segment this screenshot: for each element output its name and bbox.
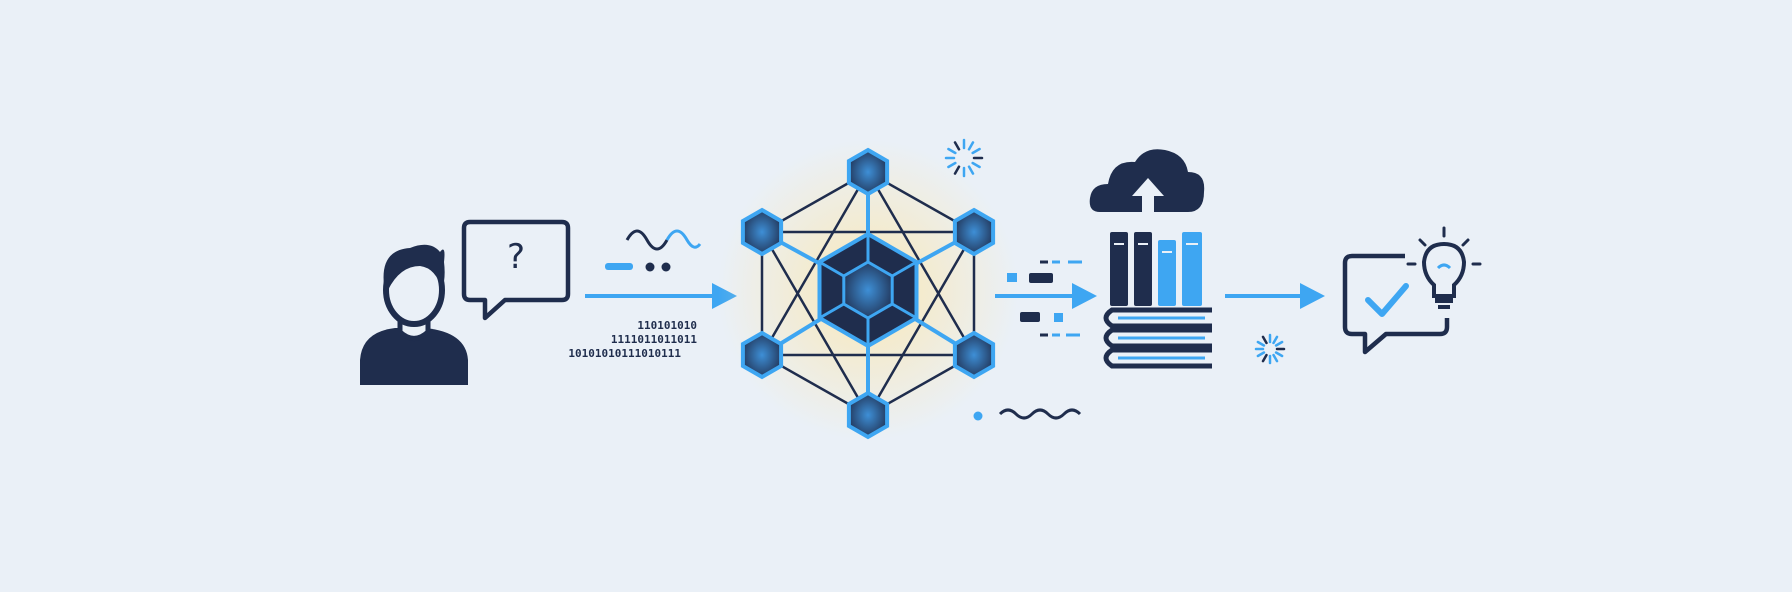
spinner-tick bbox=[971, 147, 981, 155]
spinner-tick bbox=[967, 165, 975, 175]
neural-network-icon bbox=[718, 140, 1018, 440]
network-edge bbox=[866, 171, 976, 356]
cloud-upload-icon bbox=[1089, 149, 1205, 214]
spinner-tick bbox=[1261, 353, 1268, 363]
dot bbox=[661, 262, 671, 272]
spinner-tick bbox=[1256, 340, 1266, 347]
central-node-facet bbox=[818, 302, 845, 320]
question-mark: ? bbox=[507, 237, 525, 277]
network-node bbox=[952, 330, 996, 380]
central-node-facet bbox=[818, 260, 845, 278]
spinner-tick bbox=[1272, 335, 1279, 345]
arrow-right-icon bbox=[585, 283, 737, 309]
spinner-tick bbox=[953, 165, 961, 175]
central-node-core bbox=[842, 260, 894, 320]
books-icon bbox=[1103, 232, 1212, 369]
arrow-right-icon bbox=[1225, 283, 1325, 309]
dot bbox=[973, 411, 983, 421]
network-node bbox=[740, 207, 784, 257]
network-node bbox=[846, 147, 890, 197]
spinner-tick bbox=[971, 161, 981, 169]
spinner-tick bbox=[1261, 335, 1268, 345]
check-bubble-icon bbox=[1342, 253, 1450, 355]
spinner-tick bbox=[967, 141, 975, 151]
arrow-right-icon bbox=[995, 283, 1097, 309]
central-node-facet bbox=[891, 260, 918, 278]
wave-icon bbox=[625, 229, 669, 251]
dot bbox=[645, 262, 655, 272]
spinner-tick bbox=[947, 161, 957, 169]
spinner-tick bbox=[1274, 340, 1284, 347]
question-bubble-icon: ? bbox=[461, 219, 571, 321]
spinner-tick bbox=[947, 147, 957, 155]
binary-text: 110101010 1111011011011 1010101011101011… bbox=[568, 319, 697, 360]
wave-icon bbox=[998, 408, 1082, 420]
spinner-icon bbox=[1254, 333, 1286, 365]
network-node bbox=[952, 207, 996, 257]
binary-line: 10101010111010111 bbox=[568, 347, 681, 360]
binary-line: 1111011011011 bbox=[611, 333, 697, 346]
dash bbox=[605, 263, 633, 270]
binary-line: 110101010 bbox=[637, 319, 697, 332]
spinner-tick bbox=[953, 141, 961, 151]
central-node-facet bbox=[891, 302, 918, 320]
user-icon bbox=[360, 244, 468, 385]
spinner-tick bbox=[1256, 351, 1266, 358]
wave-icon bbox=[665, 229, 702, 249]
spinner-tick bbox=[1272, 353, 1279, 363]
spinner-icon bbox=[944, 138, 984, 178]
data-dashes bbox=[1007, 260, 1082, 337]
lightbulb-icon bbox=[1406, 226, 1482, 309]
network-node bbox=[740, 330, 784, 380]
spinner-tick bbox=[1274, 351, 1284, 358]
network-node bbox=[846, 390, 890, 440]
network-edge bbox=[760, 171, 870, 356]
